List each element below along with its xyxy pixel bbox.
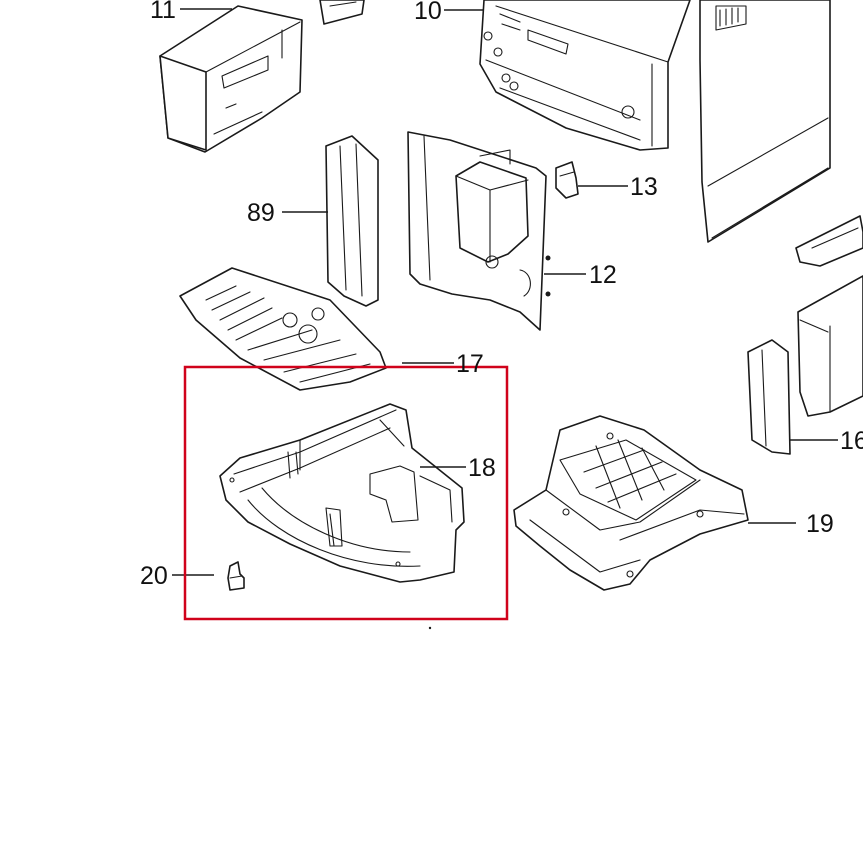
part-13-clip[interactable]	[555, 161, 579, 199]
callout-89[interactable]: 89	[247, 199, 275, 227]
leader-lines	[172, 8, 838, 576]
callout-20[interactable]: 20	[140, 562, 168, 590]
callout-13[interactable]: 13	[630, 173, 658, 201]
part-18-drip-tray[interactable]	[219, 403, 465, 583]
callout-labels: 11 10 89 13 12 17 18 16 19 20	[140, 0, 863, 590]
part-10-front-panel[interactable]	[479, 0, 691, 151]
callout-18[interactable]: 18	[468, 454, 496, 482]
callout-12[interactable]: 12	[589, 261, 617, 289]
callout-19[interactable]: 19	[806, 510, 834, 538]
part-right-bracket[interactable]	[795, 215, 863, 267]
stray-dot	[428, 626, 432, 630]
callout-11[interactable]: 11	[150, 0, 176, 24]
part-side-housing[interactable]	[699, 0, 831, 243]
part-20-pin[interactable]	[227, 561, 245, 591]
part-11-water-tank[interactable]	[159, 5, 303, 153]
part-89-side-cover[interactable]	[325, 135, 379, 307]
callout-10[interactable]: 10	[414, 0, 442, 25]
highlight-box	[183, 365, 509, 621]
part-top-small-bracket[interactable]	[319, 0, 365, 25]
part-12-brew-unit-housing[interactable]	[407, 131, 551, 331]
part-19-base-plate[interactable]	[513, 415, 749, 591]
part-17-drip-grid[interactable]	[179, 267, 387, 391]
part-16-side-cover[interactable]	[747, 339, 791, 455]
callout-16[interactable]: 16	[840, 427, 863, 455]
callout-17[interactable]: 17	[456, 350, 484, 378]
part-right-housing-lower[interactable]	[797, 275, 863, 417]
